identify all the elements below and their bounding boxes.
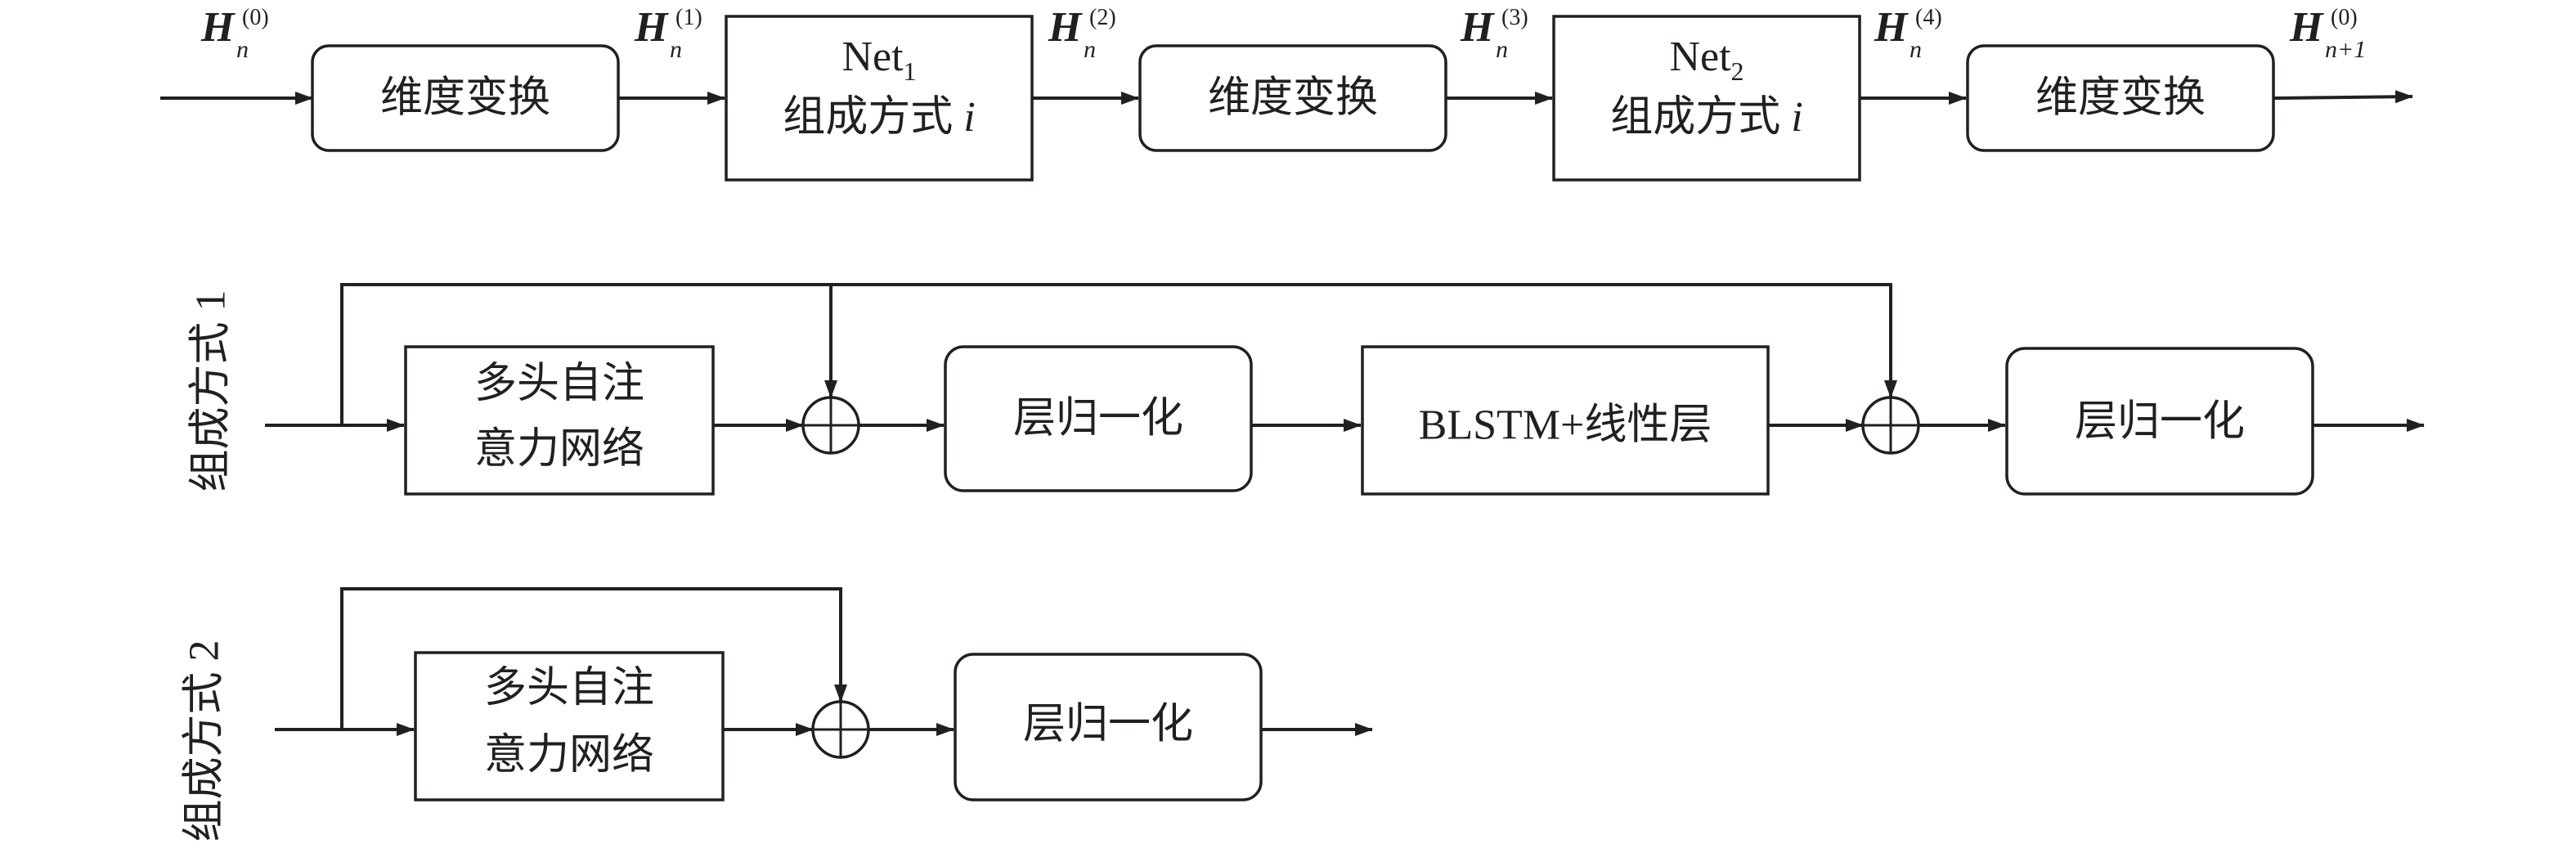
net2-composition-var: i [1791,94,1802,141]
signal-h0-sub: n [236,36,249,63]
signal-h1-sup: (1) [675,5,702,30]
c1-add-node-2 [1861,396,1920,455]
net1-subscript: 1 [904,56,917,86]
signal-label-h4: H n (4) [1874,4,1942,63]
signal-h4-base: H [1874,4,1909,51]
dim-transform-block-2: 维度变换 [1138,44,1447,152]
signal-hn1-sup: (0) [2331,5,2358,30]
net2-subscript: 2 [1731,56,1744,86]
c1-attention-block: 多头自注 意力网络 [404,345,715,496]
signal-hn1-sub: n+1 [2325,36,2366,63]
c2-attention-line2: 意力网络 [484,732,654,779]
c1-blstm-label: BLSTM+线性层 [1419,402,1712,449]
c1-norm-block-1: 层归一化 [944,345,1253,492]
c1-norm-block-2: 层归一化 [2005,347,2314,496]
c2-residual-path [340,587,847,730]
net2-composition: 组成方式 i [1610,94,1802,141]
dim-transform-label-1: 维度变换 [380,75,550,122]
composition-2: 组成方式 2 多头自注 意力网络 层归一化 [182,587,1373,842]
net1-composition: 组成方式 i [783,94,975,141]
dim-transform-block-3: 维度变换 [1966,44,2275,152]
net2-block: Net2 组成方式 i [1552,15,1861,182]
c1-norm-label-1: 层归一化 [1013,396,1183,442]
signal-hn1-base: H [2289,4,2324,51]
dim-transform-label-3: 维度变换 [2035,75,2206,122]
c2-norm-block: 层归一化 [954,653,1263,801]
composition-1: 组成方式 1 多头自注 意力网络 层归一化 BLSTM+线性层 [188,283,2425,496]
c2-attention-block: 多头自注 意力网络 [414,651,725,801]
signal-h3-sup: (3) [1501,5,1528,30]
row1-pipeline: 维度变换 Net1 组成方式 i 维度变换 Net2 组成方式 i 维度变换 H… [160,4,2413,182]
signal-label-h3: H n (3) [1460,4,1528,63]
signal-h3-base: H [1460,4,1495,51]
net2-title: Net2 [1669,34,1744,86]
signal-h2-sub: n [1084,36,1096,63]
c1-blstm-block: BLSTM+线性层 [1361,345,1770,496]
c1-residual-path [340,283,1897,425]
c2-norm-label: 层归一化 [1023,702,1193,748]
signal-label-h0: H n (0) [200,4,269,63]
signal-h0-base: H [200,4,236,51]
net1-block: Net1 组成方式 i [725,15,1034,182]
signal-label-h1: H n (1) [634,4,702,63]
signal-label-hn1: H n+1 (0) [2289,4,2366,63]
c2-attention-line1: 多头自注 [484,665,654,712]
c1-add-node-1 [801,396,860,455]
signal-h1-sub: n [670,36,682,63]
net1-name: Net [841,34,904,80]
c1-attention-line2: 意力网络 [474,426,644,473]
net1-composition-var: i [963,94,975,141]
dim-transform-block-1: 维度变换 [311,44,620,152]
signal-h4-sub: n [1910,36,1922,63]
composition-1-label: 组成方式 1 [188,290,235,492]
composition-2-label: 组成方式 2 [182,640,228,842]
signal-h1-base: H [634,4,669,51]
signal-h0-sup: (0) [242,5,269,30]
net1-composition-label: 组成方式 [783,94,953,141]
row1-output-arrow [2273,90,2413,104]
signal-h2-sup: (2) [1089,5,1116,30]
dim-transform-label-2: 维度变换 [1208,75,1378,122]
net1-title: Net1 [841,34,916,86]
c1-norm-label-2: 层归一化 [2075,399,2245,446]
c1-attention-line1: 多头自注 [474,361,644,407]
signal-h4-sup: (4) [1915,5,1942,30]
signal-label-h2: H n (2) [1048,4,1116,63]
net2-name: Net [1669,34,1731,80]
c2-add-node [811,700,870,759]
signal-h2-base: H [1048,4,1083,51]
net2-composition-label: 组成方式 [1610,94,1780,141]
signal-h3-sub: n [1496,36,1508,63]
